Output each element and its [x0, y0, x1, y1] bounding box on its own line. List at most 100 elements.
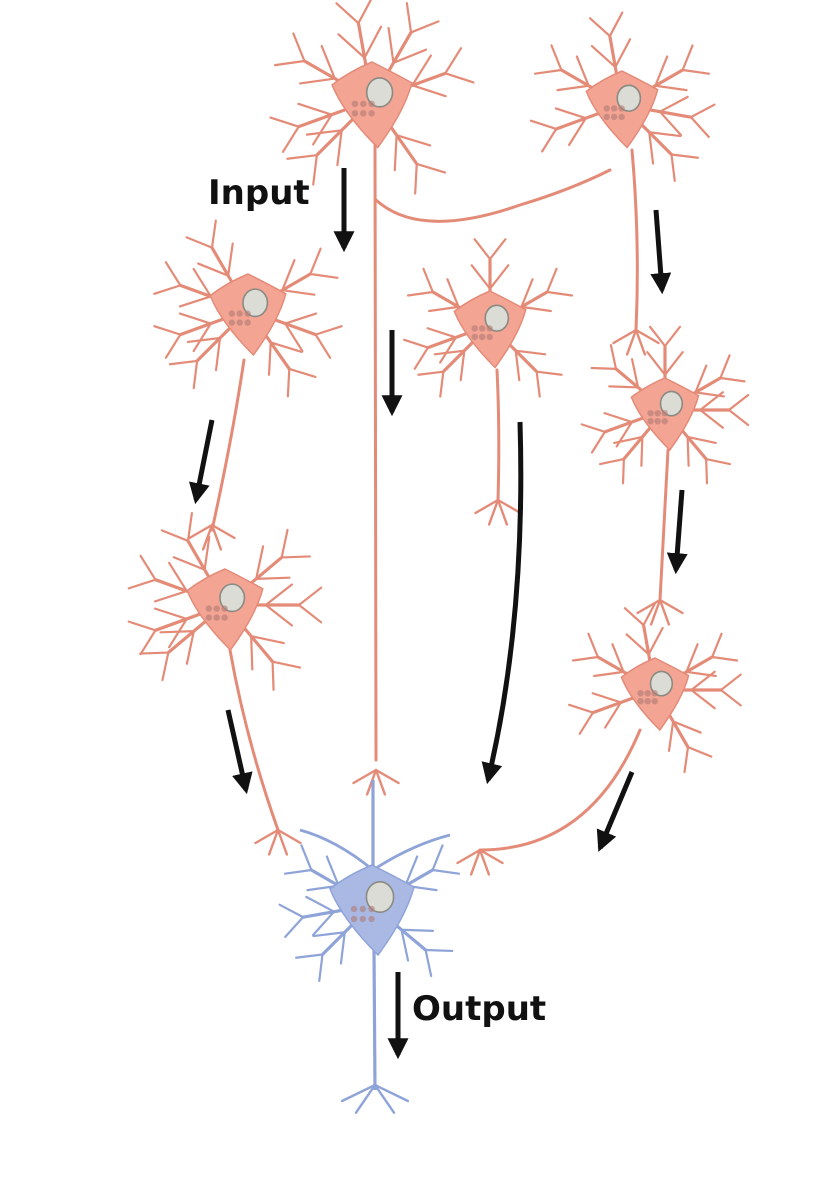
dendrite-branch — [428, 305, 460, 313]
dendrite-branch — [300, 844, 313, 872]
dendrite-branch — [431, 868, 461, 875]
dendrite-branch — [550, 44, 563, 72]
dendrite-branch — [613, 435, 644, 445]
dendrite-branch — [192, 322, 212, 353]
dendrite-branch — [727, 408, 750, 427]
axon-terminal — [276, 828, 302, 845]
axon-terminal — [474, 498, 500, 515]
dendrite-branch — [719, 354, 731, 380]
dendrite-branch — [415, 162, 447, 174]
dendrite-branch — [654, 84, 688, 92]
dendrite-branch — [611, 643, 625, 673]
dendrite-branch — [186, 336, 222, 344]
axon — [210, 358, 246, 532]
organelle — [478, 325, 486, 332]
dendrite-branch — [670, 153, 699, 159]
dendrite-branch — [640, 435, 644, 467]
axon-terminal — [487, 498, 500, 526]
dendrite-branch — [281, 125, 300, 153]
dendrite-branch — [658, 110, 683, 137]
dendrite-branch — [335, 2, 360, 25]
neuron-right-lower — [620, 657, 690, 732]
dendrite-branch — [160, 529, 190, 543]
dendrite-branch — [444, 47, 463, 75]
dendrite-branch — [400, 928, 435, 932]
dendrite-branch — [405, 1, 413, 34]
axon-terminal — [658, 598, 684, 615]
organelle — [637, 698, 644, 705]
dendrite-branch — [273, 59, 306, 67]
dendrite-branch — [546, 290, 574, 297]
dendrite-branch — [686, 435, 690, 467]
axon — [658, 448, 670, 602]
axon — [228, 648, 280, 832]
dendrite-branch — [568, 703, 595, 714]
dendrite-branch — [164, 333, 182, 359]
organelle — [618, 113, 625, 121]
organelle — [651, 690, 658, 697]
dendrite-branch — [568, 117, 587, 146]
dendrite-branch — [426, 327, 457, 339]
postsynaptic-axon-terminal — [373, 1083, 410, 1103]
dendrite-branch — [288, 367, 317, 379]
axon-terminal — [478, 848, 491, 876]
dendrite-branch — [648, 131, 682, 138]
dendrite-branch — [311, 113, 333, 146]
dendrite-branch — [667, 720, 675, 752]
dendrite-branch — [139, 651, 170, 655]
neuron-top-right — [585, 70, 659, 149]
dendrite-branch — [400, 928, 410, 962]
organelle — [661, 410, 668, 417]
dendrite-branch — [648, 131, 655, 165]
organelle — [228, 310, 235, 317]
signal-arrow — [650, 209, 672, 295]
dendrite-branch — [414, 162, 418, 195]
dendrite-branch — [587, 632, 599, 659]
dendrite-branch — [185, 630, 195, 665]
dendrite-branch — [255, 545, 265, 580]
dendrite-branch — [580, 423, 606, 433]
organelle — [647, 418, 654, 425]
dendrite-branch — [514, 349, 521, 382]
postsynaptic-dendrite — [299, 828, 374, 872]
neuron-center — [453, 290, 527, 369]
axon-terminal — [276, 828, 289, 856]
dendrite-branch — [699, 408, 724, 429]
organelle — [205, 614, 212, 621]
organelle — [486, 325, 493, 332]
dendrite-branch — [186, 511, 194, 543]
dendrite-branch — [153, 284, 182, 295]
dendrite-branch — [337, 33, 366, 59]
axon-terminal — [469, 848, 482, 876]
organelle — [661, 418, 668, 425]
dendrite-branch — [393, 134, 398, 172]
organelle — [236, 310, 243, 317]
dendrite-branch — [269, 116, 300, 128]
dendrite-branch — [297, 102, 333, 116]
postsynaptic-axon — [372, 949, 377, 1091]
dendrite-branch — [608, 385, 640, 389]
dendrite-branch — [305, 895, 336, 913]
dendrite-branch — [609, 343, 618, 370]
dendrite-branch — [571, 655, 599, 662]
dendrite-branch — [312, 931, 346, 938]
organelle — [360, 100, 367, 108]
postsynaptic-axon-terminal — [373, 1083, 396, 1114]
dendrite-branch — [178, 295, 212, 308]
organelle — [351, 100, 359, 108]
dendrite-branch — [520, 278, 534, 308]
neuron-top-center — [331, 61, 413, 149]
dendrite-branch — [314, 333, 332, 359]
dendrite-branch — [604, 701, 622, 729]
dendrite-branch — [439, 336, 457, 364]
dendrite-branch — [554, 107, 587, 120]
nucleus — [219, 583, 246, 613]
dendrite-branch — [694, 364, 708, 394]
dendrite-branch — [284, 916, 305, 939]
dendrite-branch — [320, 44, 336, 80]
dendrite-branch — [363, 25, 383, 59]
dendrite-branch — [153, 607, 188, 621]
dendrite-branch — [646, 351, 667, 376]
axon-terminal — [267, 828, 280, 856]
axon-terminal — [210, 523, 223, 551]
